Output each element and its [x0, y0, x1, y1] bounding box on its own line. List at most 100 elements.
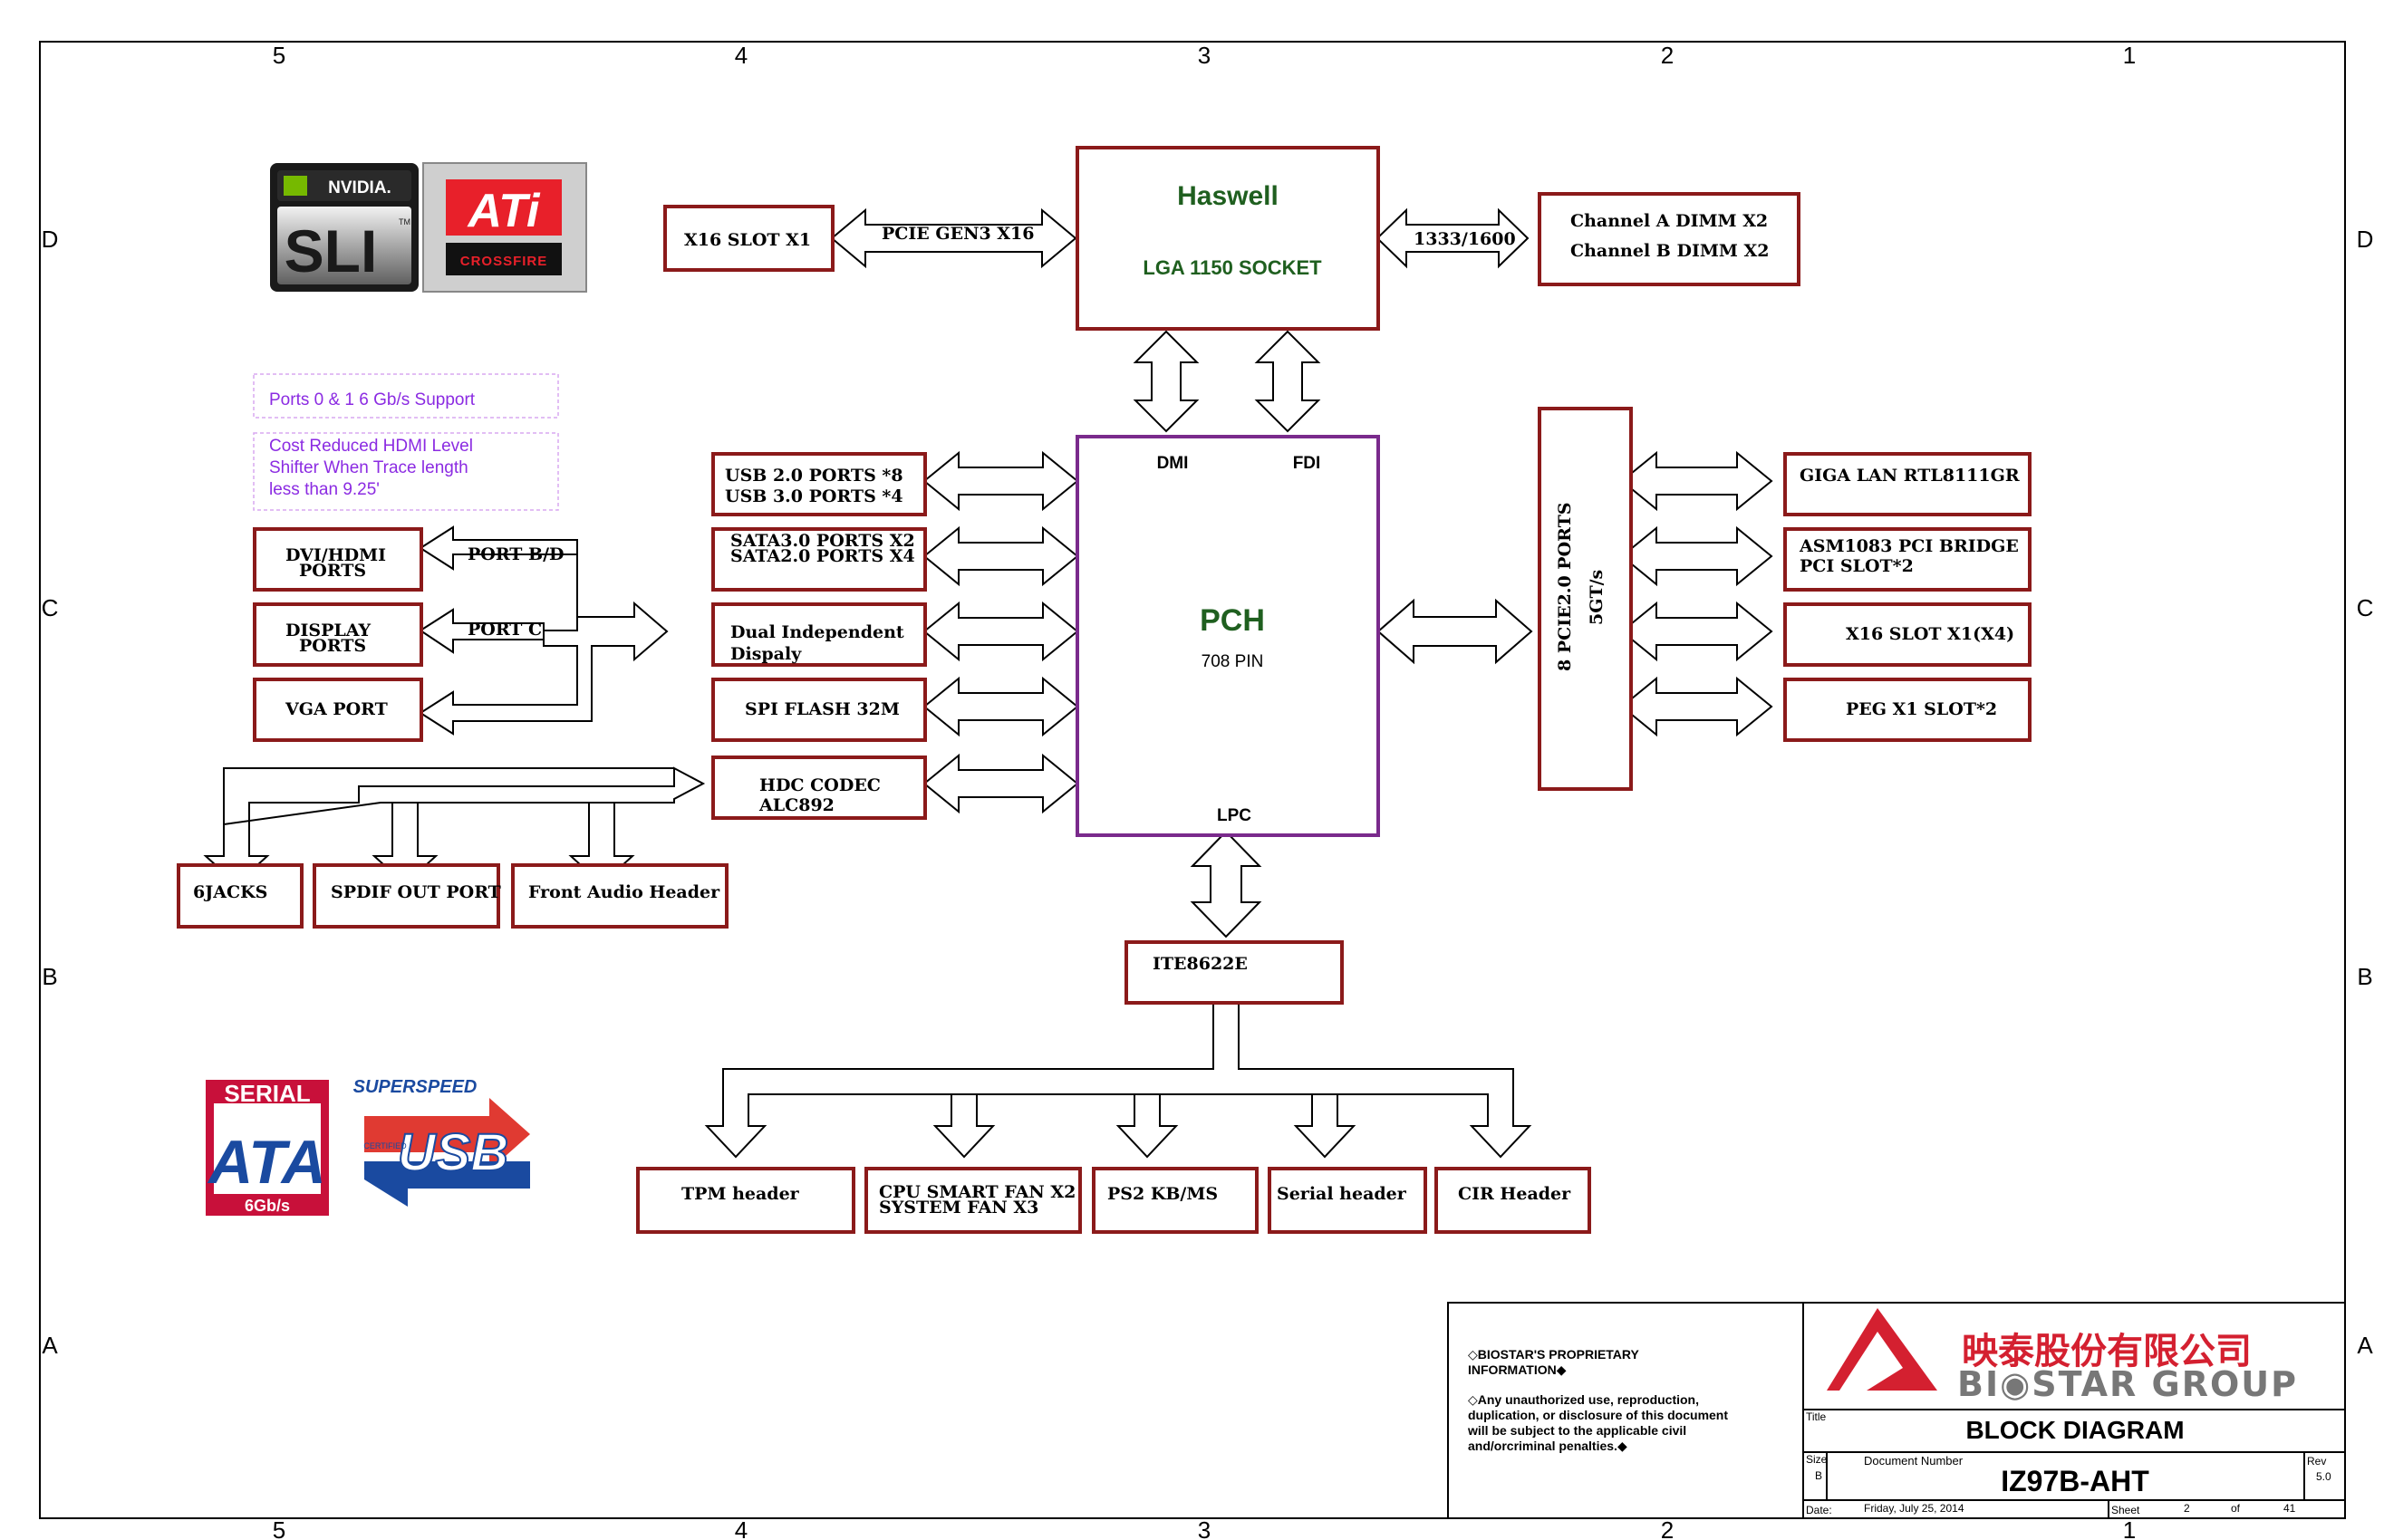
fdi-label: FDI [1293, 454, 1321, 473]
drawing-frame [39, 41, 2346, 1519]
sata-logo: SERIAL ATA 6Gb/s [206, 1080, 329, 1216]
double-arrow-h [922, 753, 1079, 814]
size-label: Size [1806, 1453, 1828, 1466]
port-c-arrow [419, 608, 545, 654]
svg-text:ATi: ATi [467, 185, 542, 237]
x16-slot-label: X16 SLOT X1 [684, 230, 811, 250]
frame-top-number: 2 [1661, 42, 1674, 69]
cir-label: CIR Header [1458, 1184, 1571, 1204]
dimm-block [1538, 192, 1800, 286]
dual-display-block [711, 602, 927, 667]
serial-label: Serial header [1277, 1184, 1407, 1204]
pcie2-speed-label: 5GT/s [1587, 570, 1607, 625]
down-arrow [932, 1093, 996, 1159]
peg-label: PEG X1 SLOT*2 [1846, 699, 1997, 719]
title-block [1447, 1302, 2346, 1519]
peg-block [1783, 678, 2032, 742]
company-name-cn: 映泰股份有限公司 [1962, 1331, 2252, 1372]
x16-x4-block [1783, 602, 2032, 667]
superspeed-usb-logo: SUPERSPEED USB CERTIFIED [353, 1077, 530, 1207]
svg-text:SLI: SLI [285, 217, 378, 284]
svg-text:SUPERSPEED: SUPERSPEED [353, 1077, 478, 1097]
double-arrow-v [1254, 330, 1321, 433]
dimm-b-label: Channel B DIMM X2 [1570, 241, 1769, 261]
ports-support-note: Ports 0 & 1 6 Gb/s Support [269, 390, 476, 409]
svg-text:SERIAL: SERIAL [224, 1080, 310, 1107]
ite-bus-arrow [704, 962, 1532, 1159]
note-box [253, 432, 559, 511]
spi-flash-block [711, 678, 927, 742]
cir-block [1434, 1167, 1591, 1234]
svg-text:CROSSFIRE: CROSSFIRE [460, 254, 548, 269]
hdmi-note-line: Shifter When Trace length [269, 458, 468, 477]
rev-label: Rev [2307, 1455, 2326, 1468]
docnum-label: Document Number [1864, 1454, 1964, 1468]
proprietary-line: ◇BIOSTAR'S PROPRIETARY [1468, 1347, 1640, 1362]
cpu-socket: LGA 1150 SOCKET [1143, 256, 1322, 279]
dvi-hdmi-label: PORTS [299, 561, 366, 581]
double-arrow-v [1190, 830, 1262, 938]
cpu-title: Haswell [1177, 181, 1279, 211]
sheet-number: 2 [2184, 1502, 2190, 1515]
frame-top-number: 1 [2123, 42, 2136, 69]
frame-left-letter: D [42, 226, 59, 253]
dvi-hdmi-block [253, 527, 423, 592]
hdc-codec-label: HDC CODEC [759, 775, 881, 795]
svg-text:6Gb/s: 6Gb/s [245, 1197, 290, 1215]
displayport-label: PORTS [299, 636, 366, 656]
asm1083-label: PCI SLOT*2 [1800, 556, 1914, 576]
ite-block [1124, 940, 1344, 1005]
ps2-label: PS2 KB/MS [1107, 1184, 1218, 1204]
hdmi-note-line: less than 9.25' [269, 480, 380, 499]
frame-bottom-number: 5 [273, 1516, 285, 1540]
vga-port-label: VGA PORT [285, 699, 388, 719]
double-arrow-h [922, 601, 1079, 662]
double-arrow-h [922, 676, 1079, 737]
frame-bottom-number: 2 [1661, 1516, 1674, 1540]
asm1083-block [1783, 527, 2032, 592]
spdif-label: SPDIF OUT PORT [331, 882, 501, 902]
sheet-label: Sheet [2111, 1504, 2140, 1516]
double-arrow-v [1133, 330, 1200, 433]
ati-crossfire-logo: ATi CROSSFIRE [422, 162, 587, 293]
svg-text:ATA: ATA [207, 1128, 326, 1197]
frame-bottom-number: 3 [1198, 1516, 1211, 1540]
displayport-label: DISPLAY [285, 621, 372, 640]
pch-pins: 708 PIN [1202, 652, 1264, 671]
company-name-en: BI◉STAR GROUP [1957, 1364, 2298, 1404]
frame-bottom-number: 1 [2123, 1516, 2136, 1540]
ps2-block [1092, 1167, 1259, 1234]
frame-right-letter: B [2357, 963, 2372, 990]
front-audio-label: Front Audio Header [528, 882, 720, 902]
giga-lan-block [1783, 452, 2032, 516]
mem-speed-label: 1333/1600 [1414, 229, 1516, 249]
giga-lan-label: GIGA LAN RTL8111GR [1800, 466, 2020, 486]
warning-line: will be subject to the applicable civil [1467, 1423, 1686, 1438]
warning-line: and/orcriminal penalties.◆ [1468, 1439, 1627, 1453]
nvidia-sli-logo: NVIDIA. SLI TM [270, 163, 419, 292]
double-arrow-h [1376, 598, 1533, 665]
usb-block [711, 452, 927, 516]
date-label: Date: [1806, 1504, 1832, 1516]
double-arrow-h [1620, 676, 1773, 737]
date-value: Friday, July 25, 2014 [1864, 1502, 1964, 1515]
frame-right-letter: D [2357, 226, 2374, 253]
x16-slot-block [663, 205, 835, 272]
port-bd-label: PORT B/D [468, 544, 565, 564]
rev-value: 5.0 [2316, 1470, 2331, 1483]
frame-left-letter: A [42, 1332, 58, 1359]
connector-arrows [203, 207, 1773, 1159]
hdmi-note-line: Cost Reduced HDMI Level [269, 437, 473, 456]
double-arrow-h [1620, 450, 1773, 512]
nvidia-eye-icon [284, 176, 307, 196]
biostar-logo: 映泰股份有限公司 BI◉STAR GROUP [1827, 1308, 2298, 1404]
frame-top-number: 4 [735, 42, 748, 69]
usb-label: USB 3.0 PORTS *4 [725, 486, 903, 506]
jacks-block [177, 863, 304, 929]
front-audio-block [511, 863, 729, 929]
lpc-label: LPC [1217, 806, 1251, 825]
fan-label: CPU SMART FAN X2 [879, 1182, 1076, 1202]
dmi-label: DMI [1157, 454, 1189, 473]
pcie2-label: 8 PCIE2.0 PORTS [1555, 503, 1575, 671]
of-label: of [2231, 1502, 2241, 1515]
